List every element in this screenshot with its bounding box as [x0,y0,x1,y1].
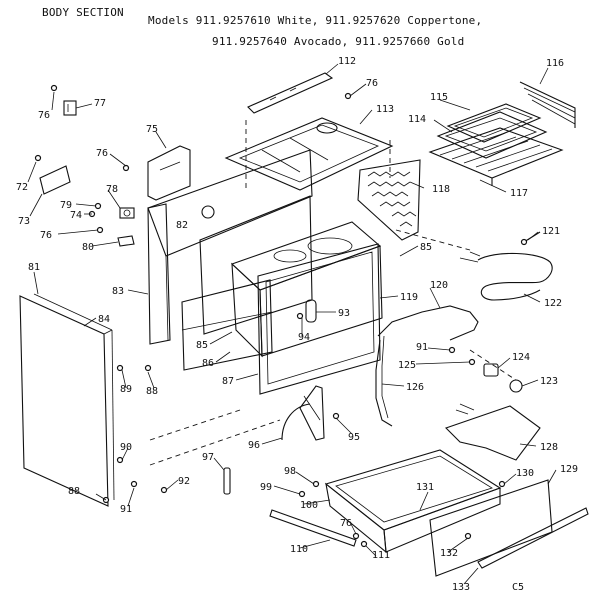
callout-77: 77 [94,98,106,109]
callout-91-bottom: 91 [120,504,132,515]
drawer-rail-part [477,507,589,569]
heating-element-part [305,299,317,323]
callout-85-right: 85 [420,242,432,253]
models-line-1: Models 911.9257610 White, 911.9257620 Co… [148,14,483,27]
callout-94: 94 [298,332,310,343]
callout-98: 98 [284,466,296,477]
callout-92: 92 [178,476,190,487]
callout-112: 112 [338,56,356,67]
retaining-clip-part [63,100,77,116]
callout-89: 89 [120,384,132,395]
callout-numbers: 112 76 116 113 115 114 76 77 75 76 72 78… [16,56,578,593]
callout-88-bottom: 88 [68,486,80,497]
oven-rack-upper-part [519,81,576,128]
callout-132: 132 [440,548,458,559]
switch-assembly-part [119,207,135,219]
callout-80: 80 [82,242,94,253]
callout-95: 95 [348,432,360,443]
callout-93: 93 [338,308,350,319]
callout-133: 133 [452,582,470,593]
callout-75: 75 [146,124,158,135]
callout-113: 113 [376,104,394,115]
callout-74: 74 [70,210,82,221]
callout-84: 84 [98,314,110,325]
terminal-block-part [483,363,523,393]
callout-73: 73 [18,216,30,227]
callout-122: 122 [544,298,562,309]
back-bracket-part [147,145,191,201]
callout-76-lower: 76 [40,230,52,241]
callout-78: 78 [106,184,118,195]
callout-129: 129 [560,464,578,475]
callout-125: 125 [398,360,416,371]
callout-86: 86 [202,358,214,369]
callout-120: 120 [430,280,448,291]
callout-76-drawer: 76 [340,518,352,529]
door-latch-part [223,467,231,495]
door-hinge-part [281,385,325,441]
callout-130: 130 [516,468,534,479]
callout-76-mid: 76 [96,148,108,159]
callout-123: 123 [540,376,558,387]
callout-121: 121 [542,226,560,237]
callout-100: 100 [300,500,318,511]
callout-116: 116 [546,58,564,69]
bake-element-part [444,403,541,461]
callout-96: 96 [248,440,260,451]
top-trim-strip-part [247,72,334,114]
callout-83: 83 [112,286,124,297]
callout-124: 124 [512,352,530,363]
assembly-guide-lines [149,120,517,466]
callout-85-left: 85 [196,340,208,351]
insulation-blanket-part [357,159,421,241]
callout-117: 117 [510,188,528,199]
callout-131: 131 [416,482,434,493]
broil-element-part [459,251,553,301]
callout-72: 72 [16,182,28,193]
door-frame-part [257,243,381,395]
broiler-pan-part [436,103,548,159]
corner-code: C5 [512,582,524,593]
callout-110: 110 [290,544,308,555]
slide-rail-part [269,509,357,547]
callout-87: 87 [222,376,234,387]
drawer-front-panel-part [429,479,553,577]
door-gasket-part [375,305,479,427]
callout-leader-lines [27,63,557,585]
callout-79: 79 [60,200,72,211]
callout-97: 97 [202,452,214,463]
callout-114: 114 [408,114,426,125]
callout-90: 90 [120,442,132,453]
callout-76-left: 76 [38,110,50,121]
callout-126: 126 [406,382,424,393]
callout-119: 119 [400,292,418,303]
oven-rack-lower-part [428,127,564,186]
side-panel-part [19,293,115,507]
callout-128: 128 [540,442,558,453]
callout-118: 118 [432,184,450,195]
callout-76-top: 76 [366,78,378,89]
callout-88-top: 88 [146,386,158,397]
callout-82: 82 [176,220,188,231]
callout-91-right: 91 [416,342,428,353]
small-cover-plate-part [39,165,71,195]
callout-115: 115 [430,92,448,103]
cooktop-frame-part [224,117,394,191]
cabinet-front-frame-part [147,149,313,345]
callout-81: 81 [28,262,40,273]
storage-drawer-part [324,449,502,554]
callout-99: 99 [260,482,272,493]
mounting-bracket-part [117,235,135,247]
callout-111: 111 [372,550,390,561]
models-line-2: 911.9257640 Avocado, 911.9257660 Gold [212,35,465,48]
section-title: BODY SECTION [42,6,124,19]
fastener-screws [34,84,506,548]
oven-liner-part [181,221,383,371]
